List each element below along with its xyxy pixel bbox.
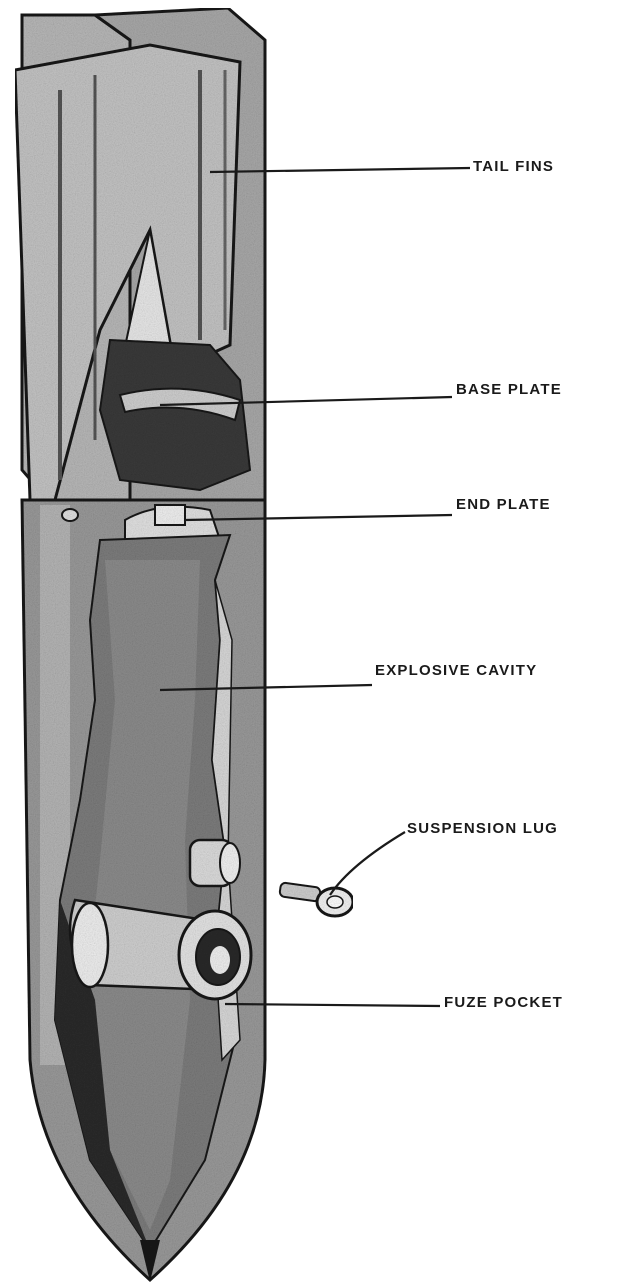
leader-suspension-lug [330,832,405,895]
label-tail-fins: TAIL FINS [473,158,554,175]
label-explosive-cavity: EXPLOSIVE CAVITY [375,662,537,679]
label-base-plate: BASE PLATE [456,381,562,398]
label-end-plate: END PLATE [456,496,551,513]
suspension-lug-mount [190,840,240,886]
label-fuze-pocket: FUZE POCKET [444,994,563,1011]
label-suspension-lug: SUSPENSION LUG [407,820,558,837]
suspension-lug [279,882,353,916]
fuze-pocket [70,900,251,999]
